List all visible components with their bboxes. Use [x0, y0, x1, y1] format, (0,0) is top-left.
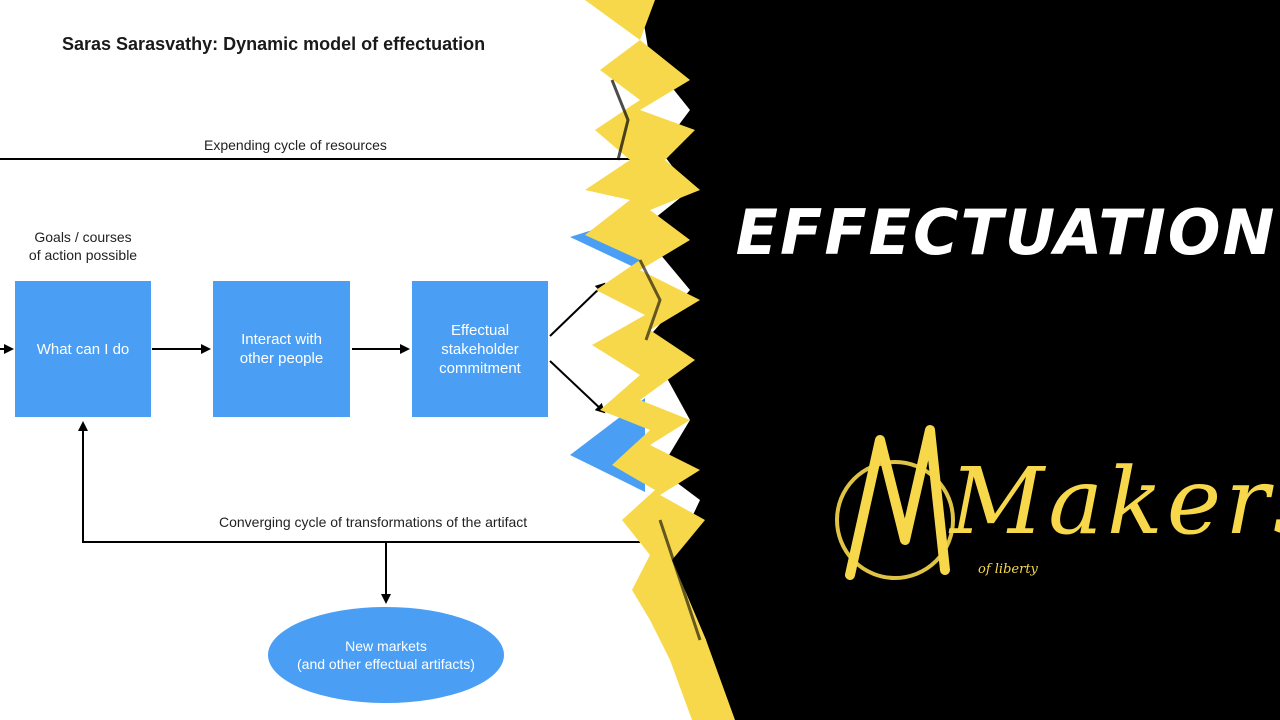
- logo-of-liberty: of liberty: [978, 562, 1038, 577]
- arrow-box3-down: [549, 360, 606, 414]
- goals-label: Goals / courses of action possible: [28, 229, 138, 263]
- new-markets-ellipse: New markets (and other effectual artifac…: [268, 607, 504, 703]
- headline-effectuation: EFFECTUATION: [735, 196, 1277, 269]
- box-what-can-i-do: What can I do: [15, 281, 151, 417]
- black-background-shape: [640, 0, 1280, 720]
- new-markets-label: New markets (and other effectual artifac…: [297, 638, 475, 672]
- logo-brush-circle: [835, 460, 955, 580]
- logo-makers: Makers: [950, 448, 1280, 555]
- arrow-box3-up: [549, 282, 606, 337]
- yellow-brush-stroke: [585, 0, 735, 720]
- box-interact-with-other-people: Interact with other people: [213, 281, 350, 417]
- expanding-cycle-label: Expending cycle of resources: [204, 137, 387, 153]
- diagram-title: Saras Sarasvathy: Dynamic model of effec…: [62, 34, 486, 54]
- box-effectual-stakeholder-commitment: Effectual stakeholder commitment: [412, 281, 548, 417]
- box-label: What can I do: [36, 340, 130, 358]
- box-label: Interact with other people: [239, 331, 324, 367]
- converging-cycle-line: [78, 421, 640, 543]
- converging-cycle-label: Converging cycle of transformations of t…: [219, 514, 528, 530]
- logo-brush-m: [845, 425, 950, 580]
- box-label: Effectual stakeholder commitment: [439, 321, 521, 377]
